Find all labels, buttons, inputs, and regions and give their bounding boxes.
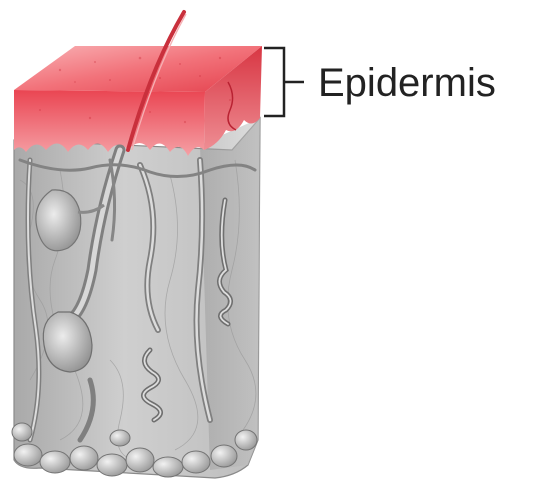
epidermis-bracket: [264, 48, 304, 116]
dermis-layer: [14, 118, 260, 478]
epidermis-label: Epidermis: [318, 61, 496, 105]
